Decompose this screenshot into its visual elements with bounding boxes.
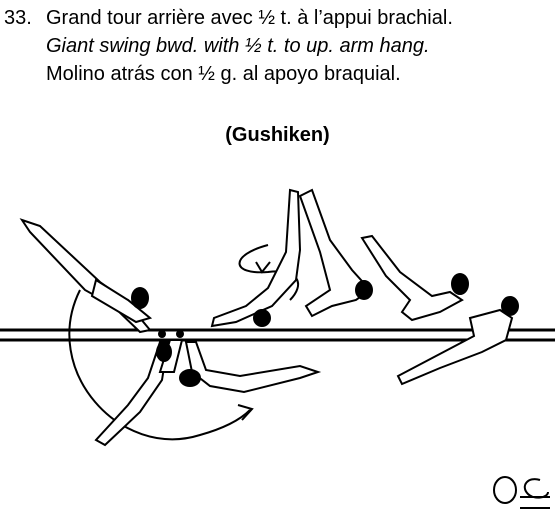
circle-arrow-icon [68,289,254,441]
element-number: 33. [4,7,32,29]
gymnast-figure-7 [396,296,519,386]
description-english: Giant swing bwd. with ½ t. to up. arm ha… [46,35,430,57]
gymnast-figure-4 [210,188,302,328]
element-description: Grand tour arrière avec ½ t. à l’appui b… [46,4,453,88]
gymnast-figure-3 [179,341,322,394]
description-french: Grand tour arrière avec ½ t. à l’appui b… [46,7,453,29]
grip-marks [158,330,184,338]
signature-mark [493,476,550,509]
gymnast-figure-2 [94,339,184,447]
element-name-caption: (Gushiken) [225,124,330,146]
parallel-bars [0,328,555,342]
gymnast-figure-6 [360,234,469,322]
gymnast-figure-1 [19,218,153,334]
description-spanish: Molino atrás con ½ g. al apoyo braquial. [46,63,401,85]
gymnast-figure-5 [298,188,373,318]
turn-arrow-icon [238,244,300,301]
